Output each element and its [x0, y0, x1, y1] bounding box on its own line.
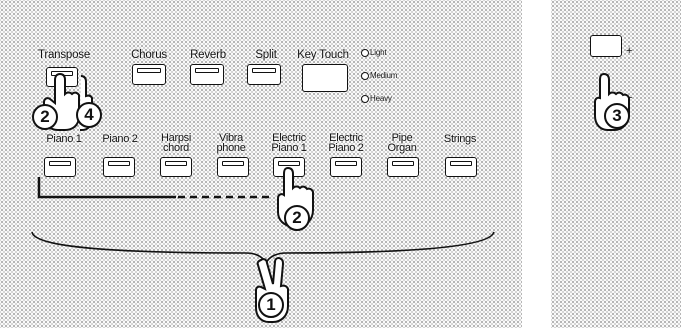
- step-4-badge: 4: [76, 102, 102, 128]
- step-3-number: 3: [612, 106, 621, 126]
- step-2-number: 2: [40, 107, 49, 127]
- step-2-number: 2: [292, 208, 301, 228]
- step-3-badge: 3: [604, 103, 630, 129]
- step-1-number: 1: [266, 295, 275, 315]
- step-1-badge: 1: [258, 292, 284, 318]
- step-4-number: 4: [84, 105, 93, 125]
- step-2-badge: 2: [284, 205, 310, 231]
- step-2-badge: 2: [32, 104, 58, 130]
